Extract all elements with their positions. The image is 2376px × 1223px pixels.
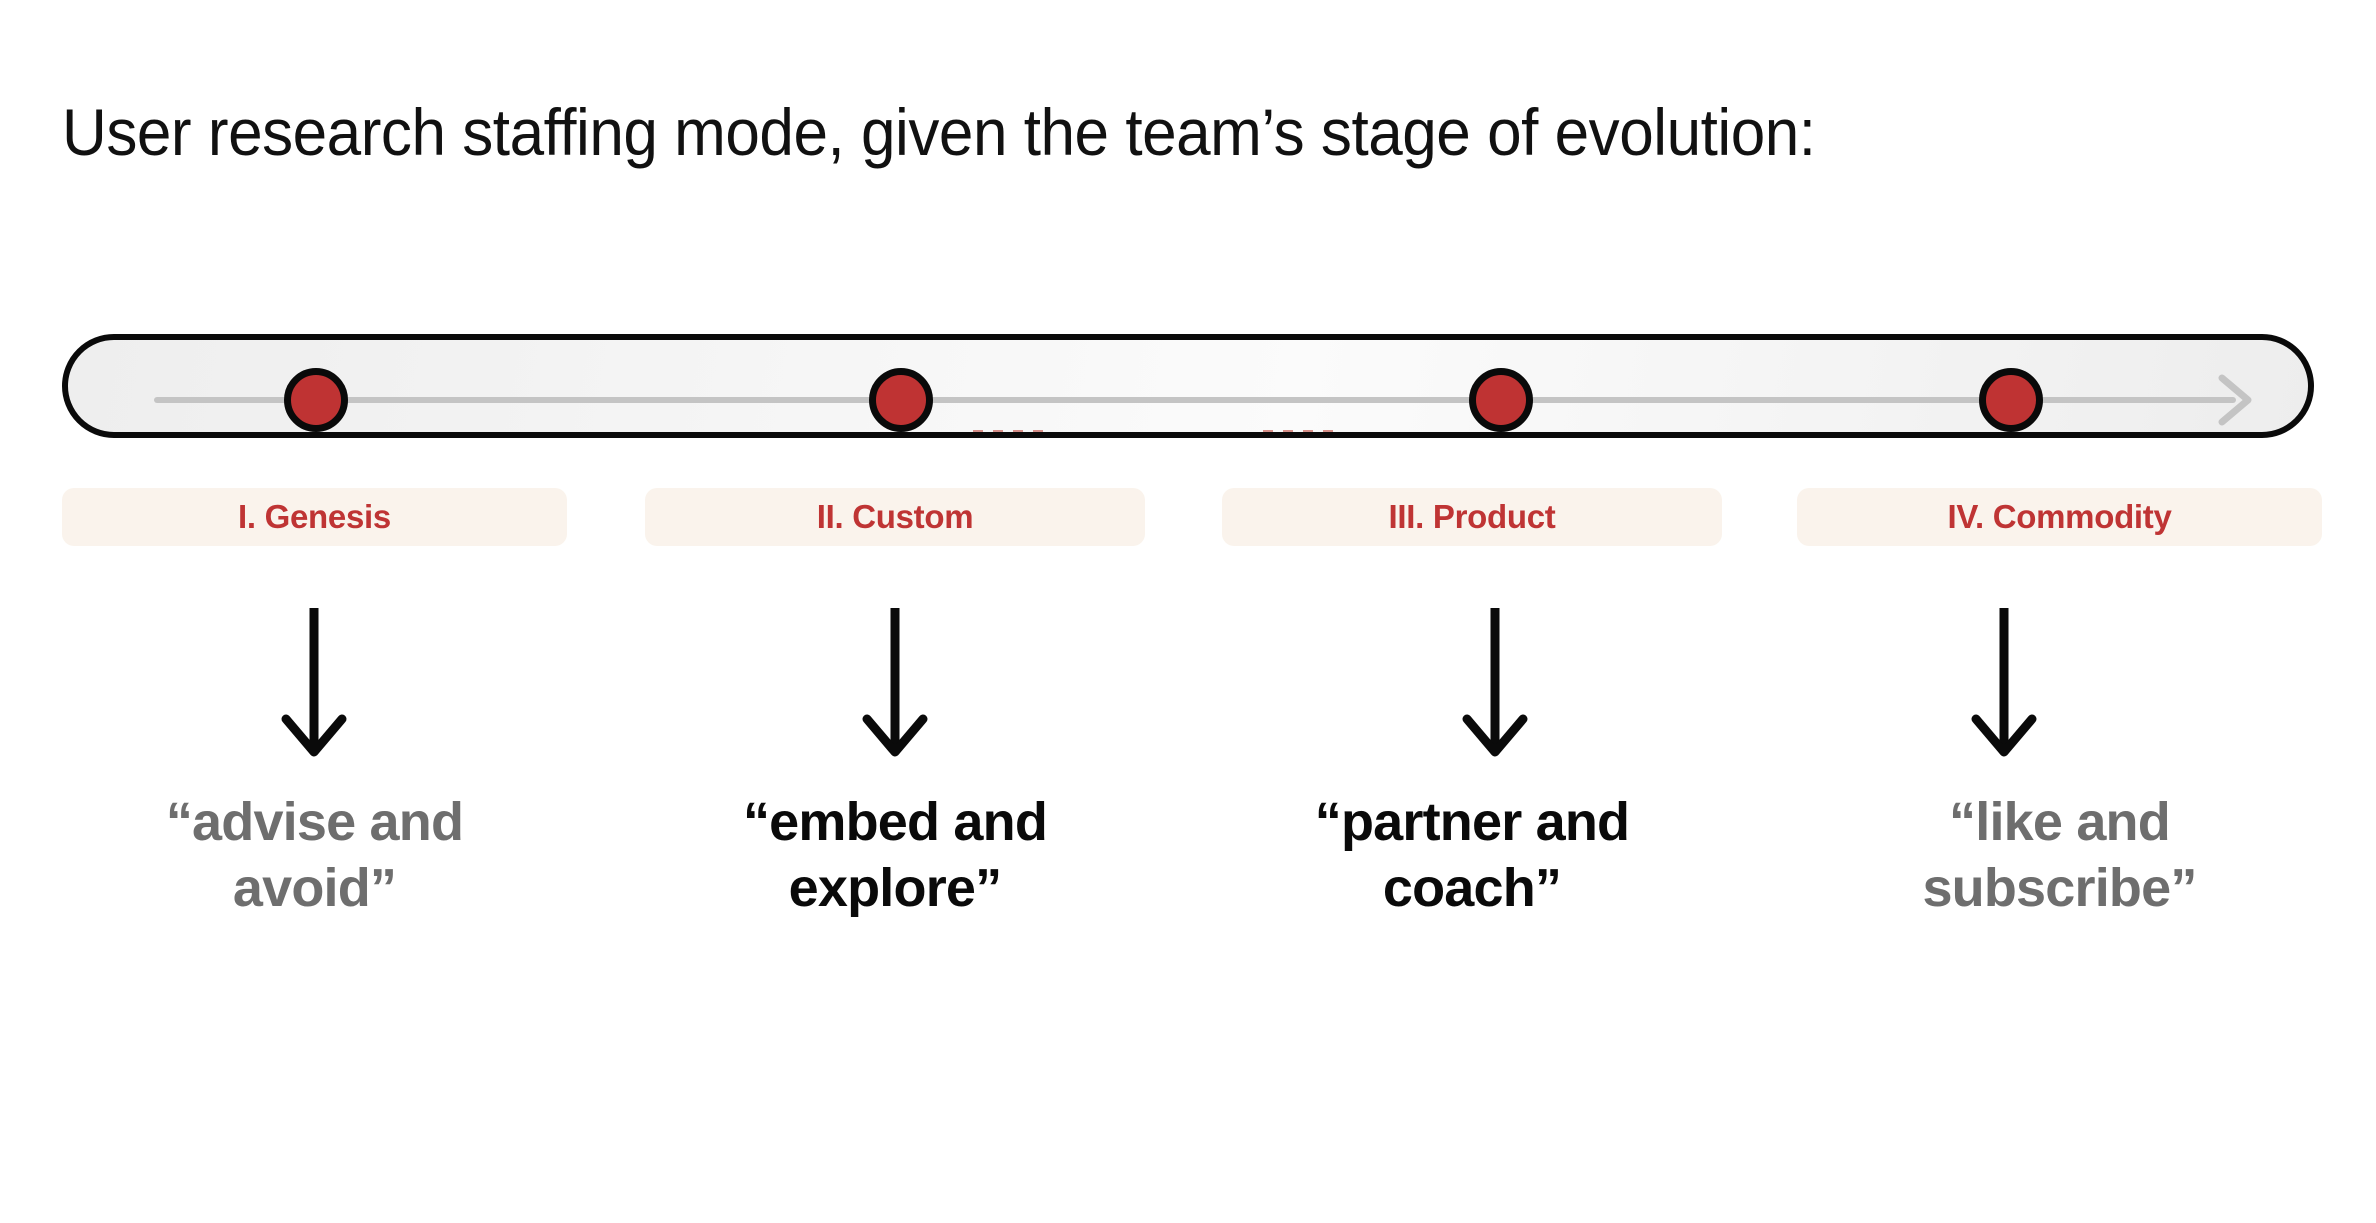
arrow-down-icon-genesis xyxy=(272,604,356,760)
dashed-guide-artifact-b xyxy=(1263,430,1343,432)
quote-line: avoid” xyxy=(232,857,397,918)
evolution-timeline xyxy=(62,334,2314,438)
arrow-right-icon xyxy=(2216,372,2260,428)
stage-quote-genesis: “advise and avoid” xyxy=(62,790,567,922)
stage-label-text: IV. Commodity xyxy=(1947,498,2172,535)
quote-line: coach” xyxy=(1382,857,1562,918)
stage-label-text: II. Custom xyxy=(816,498,974,535)
quote-line: “like and xyxy=(1949,792,2171,852)
quote-line: subscribe” xyxy=(1922,857,2197,918)
stage-label-product[interactable]: III. Product xyxy=(1222,488,1722,546)
timeline-dot-commodity[interactable] xyxy=(1979,368,2043,432)
timeline-dot-genesis[interactable] xyxy=(284,368,348,432)
quote-line: “advise and xyxy=(165,792,464,852)
timeline-axis-line xyxy=(154,397,2236,403)
stage-label-text: I. Genesis xyxy=(238,498,391,535)
stage-quote-commodity: “like and subscribe” xyxy=(1797,790,2322,922)
stage-label-custom[interactable]: II. Custom xyxy=(645,488,1145,546)
timeline-dot-product[interactable] xyxy=(1469,368,1533,432)
timeline-dot-custom[interactable] xyxy=(869,368,933,432)
dashed-guide-artifact-a xyxy=(973,430,1053,432)
page-title: User research staffing mode, given the t… xyxy=(62,95,1816,169)
quote-line: “embed and xyxy=(742,792,1048,852)
stage-label-commodity[interactable]: IV. Commodity xyxy=(1797,488,2322,546)
arrow-down-icon-commodity xyxy=(1962,604,2046,760)
quote-line: “partner and xyxy=(1314,792,1630,852)
stage-label-genesis[interactable]: I. Genesis xyxy=(62,488,567,546)
arrow-down-icon-custom xyxy=(853,604,937,760)
stage-label-text: III. Product xyxy=(1388,498,1556,535)
timeline-bar xyxy=(62,334,2314,438)
arrow-down-icon-product xyxy=(1453,604,1537,760)
stage-quote-product: “partner and coach” xyxy=(1222,790,1722,922)
stage-quote-custom: “embed and explore” xyxy=(645,790,1145,922)
quote-line: explore” xyxy=(788,857,1002,918)
